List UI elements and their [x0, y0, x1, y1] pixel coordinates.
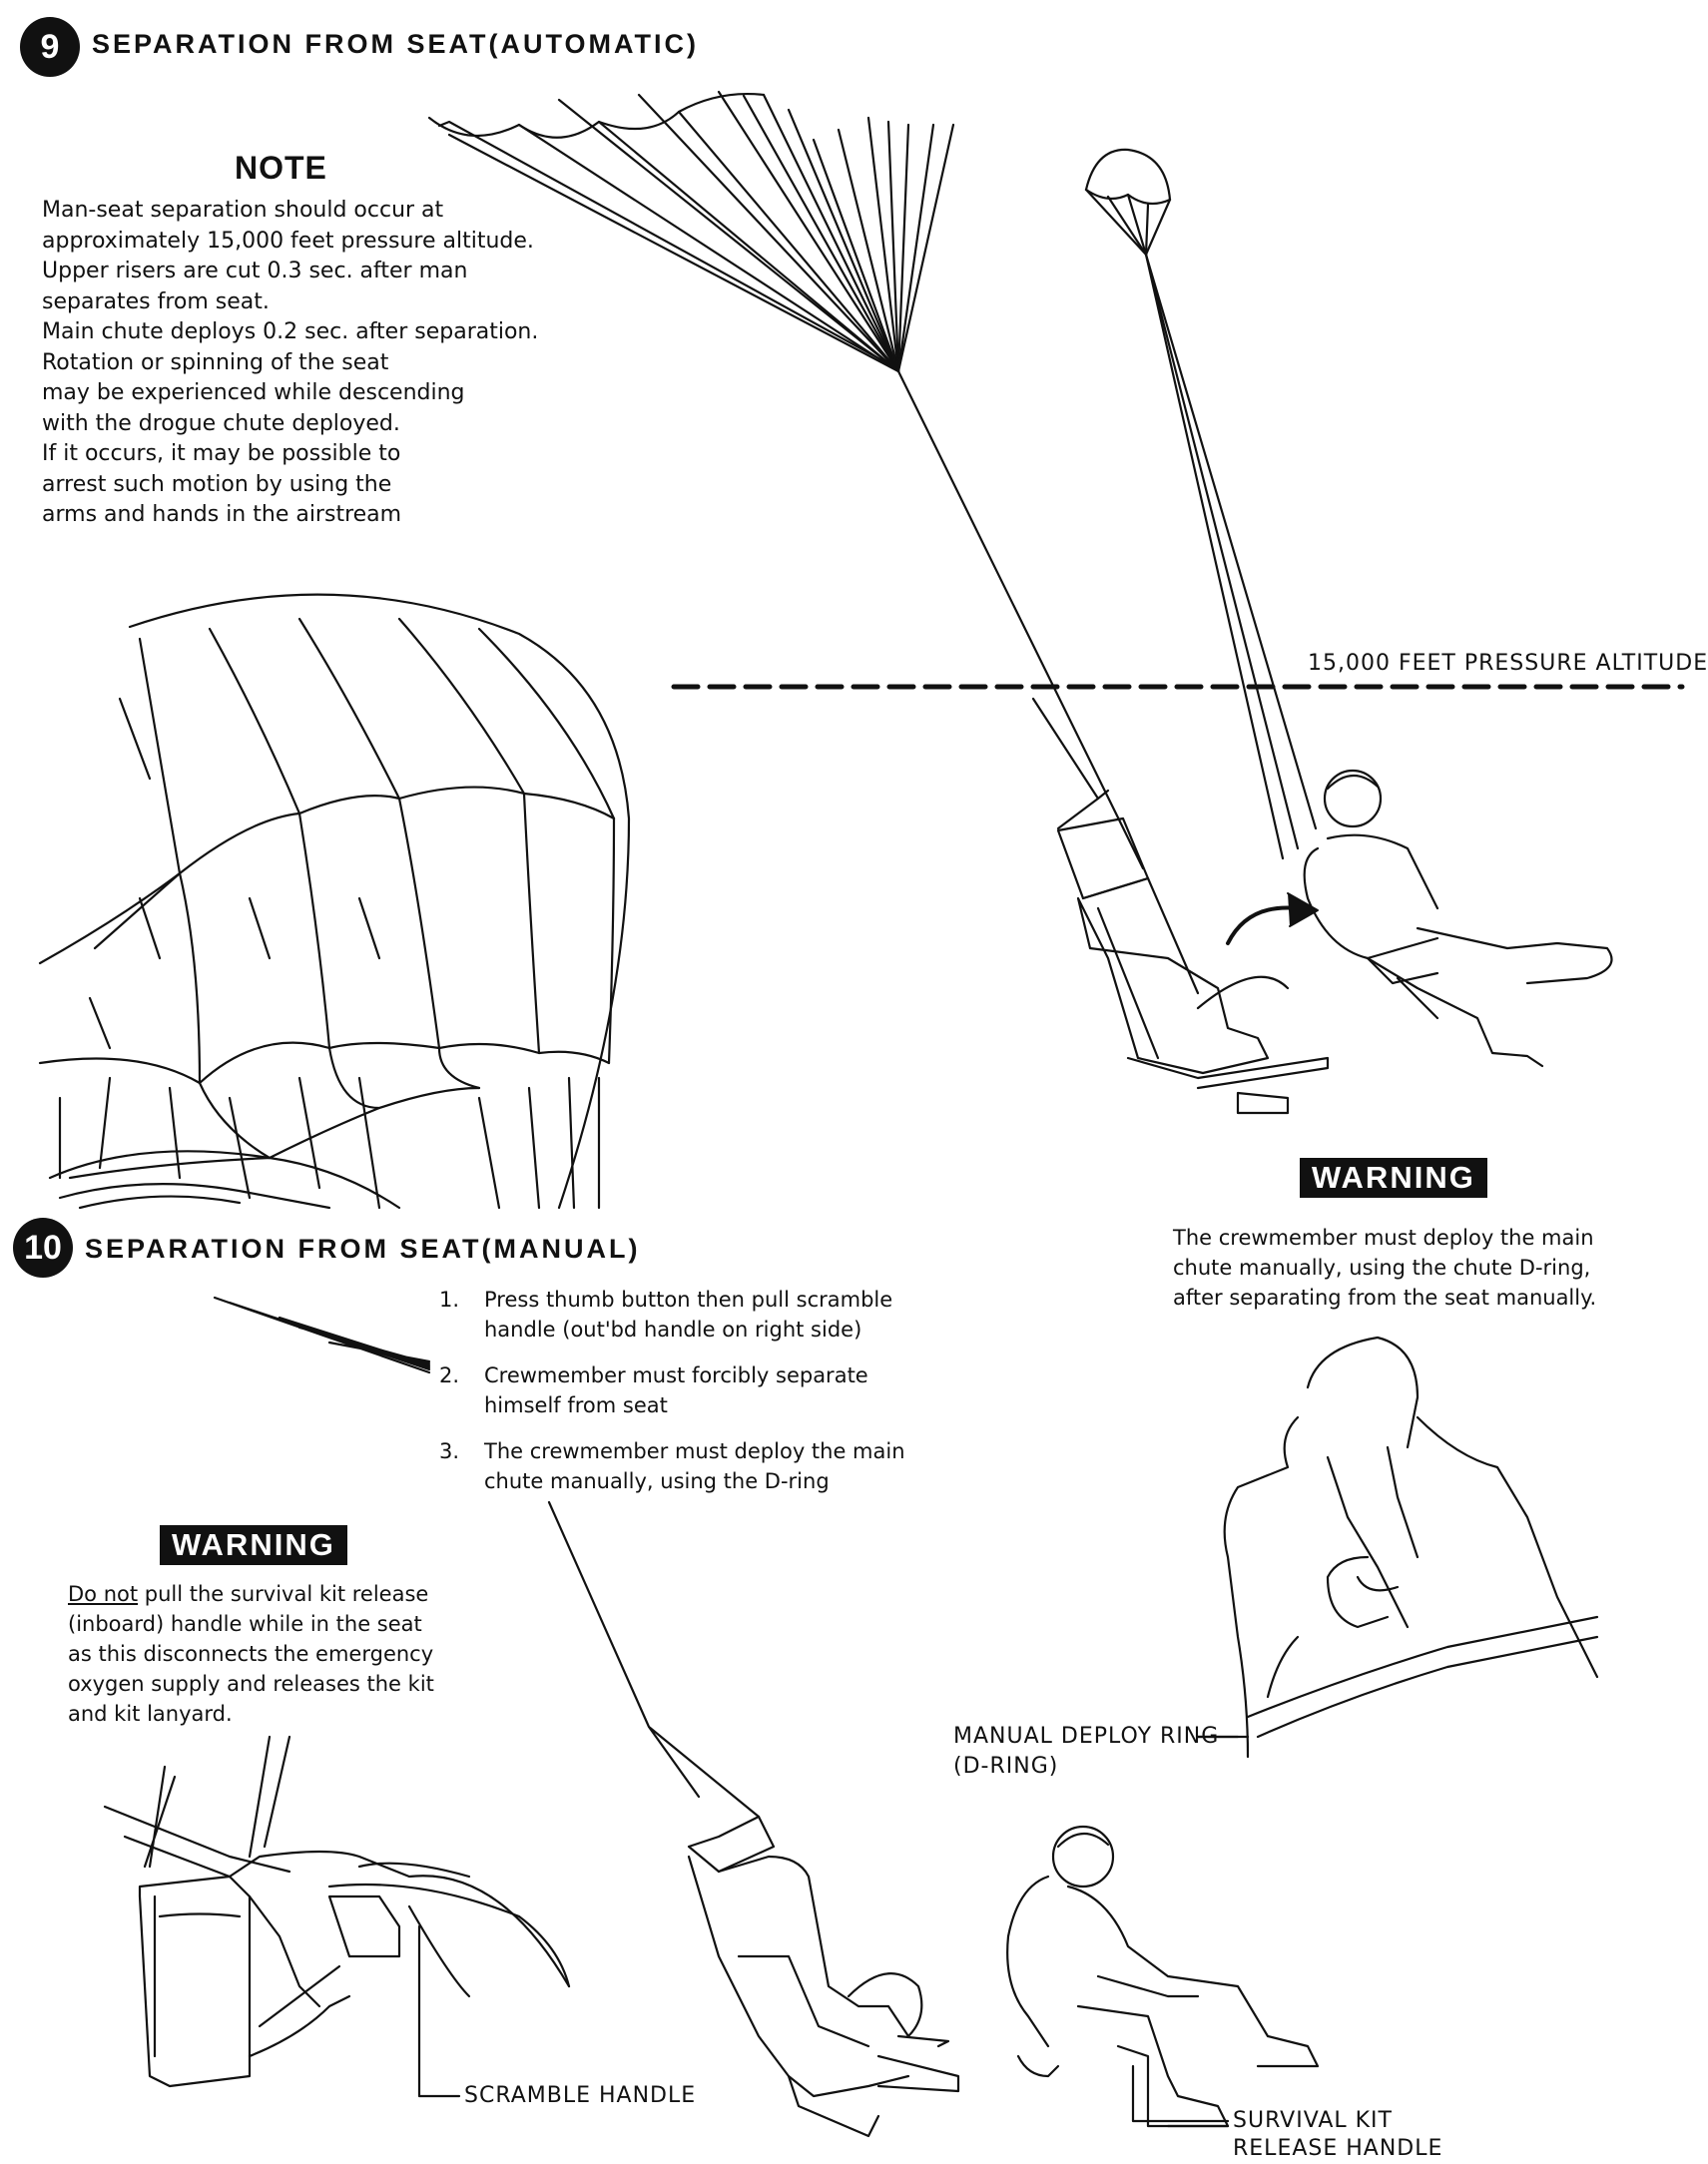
note-line: Upper risers are cut 0.3 sec. after man — [42, 259, 468, 283]
warning-body-bottom: Do not pull the survival kit release (in… — [68, 1579, 434, 1729]
d-ring-detail — [1196, 1336, 1599, 1759]
warning-line: Do not pull the survival kit release — [68, 1579, 434, 1609]
note-line: Rotation or spinning of the seat — [42, 349, 389, 375]
warning-line: and kit lanyard. — [68, 1702, 233, 1726]
crewmember-top — [1303, 769, 1613, 1068]
step-line: The crewmember must deploy the main — [484, 1439, 905, 1463]
step-line: himself from seat — [484, 1393, 668, 1417]
warning-line: The crewmember must deploy the main — [1173, 1226, 1594, 1250]
d-ring-label-1: MANUAL DEPLOY RING — [953, 1724, 1220, 1749]
main-parachute-top — [427, 90, 1145, 870]
note-line: Main chute deploys 0.2 sec. after separa… — [42, 319, 539, 344]
note-title: NOTE — [235, 150, 327, 186]
warning-line: after separating from the seat manually. — [1173, 1286, 1597, 1310]
note-line: arms and hands in the airstream — [42, 502, 402, 527]
drogue-chute — [1084, 148, 1318, 860]
scramble-handle-detail — [103, 1735, 571, 2098]
ejection-seat-top — [1031, 697, 1330, 1115]
warning-first-rest: pull the survival kit release — [138, 1582, 429, 1606]
warning-line: chute manually, using the chute D-ring, — [1173, 1256, 1591, 1280]
note-line: with the drogue chute deployed. — [42, 410, 400, 436]
note-line: may be experienced while descending — [42, 380, 465, 405]
step-item: 1. Press thumb button then pull scramble… — [439, 1285, 905, 1345]
manual-steps-list: 1. Press thumb button then pull scramble… — [439, 1285, 905, 1496]
leader-survival — [1131, 2064, 1230, 2123]
note-line: separates from seat. — [42, 288, 270, 314]
section-9-title: SEPARATION FROM SEAT(AUTOMATIC) — [92, 29, 699, 59]
warning-badge-top: WARNING — [1300, 1158, 1487, 1198]
step-10-number: 10 — [24, 1228, 62, 1267]
warning-line: oxygen supply and releases the kit — [68, 1672, 434, 1696]
step-number: 3. — [439, 1439, 460, 1463]
d-ring-label-2: (D-RING) — [953, 1754, 1059, 1779]
step-number: 2. — [439, 1363, 460, 1387]
step-item: 2. Crewmember must forcibly separate him… — [439, 1360, 905, 1420]
note-line: Man-seat separation should occur at — [42, 198, 444, 223]
warning-line: as this disconnects the emergency — [68, 1642, 434, 1666]
step-line: handle (out'bd handle on right side) — [484, 1318, 862, 1342]
warning-body-top: The crewmember must deploy the main chut… — [1173, 1223, 1596, 1313]
note-line: arrest such motion by using the — [42, 471, 392, 497]
step-item: 3. The crewmember must deploy the main c… — [439, 1436, 905, 1496]
warning-emphasis: Do not — [68, 1582, 139, 1606]
step-line: chute manually, using the D-ring — [484, 1469, 830, 1493]
section-10-title: SEPARATION FROM SEAT(MANUAL) — [85, 1234, 641, 1264]
warning-line: (inboard) handle while in the seat — [68, 1612, 422, 1636]
step-10-badge: 10 — [13, 1218, 73, 1278]
survival-kit-label-2: RELEASE HANDLE — [1233, 2136, 1443, 2161]
scramble-handle-label: SCRAMBLE HANDLE — [464, 2083, 697, 2108]
separation-arrow — [1226, 905, 1300, 945]
step-9-badge: 9 — [20, 17, 80, 77]
step-line: Crewmember must forcibly separate — [484, 1363, 868, 1387]
step-number: 1. — [439, 1288, 460, 1312]
note-line: approximately 15,000 feet pressure altit… — [42, 228, 534, 254]
ejection-seat-bottom — [687, 1815, 960, 2138]
note-line: If it occurs, it may be possible to — [42, 441, 401, 466]
note-body: Man-seat separation should occur at appr… — [42, 196, 538, 531]
large-canopy — [38, 593, 631, 1374]
crewmember-bottom — [1006, 1825, 1320, 2128]
step-line: Press thumb button then pull scramble — [484, 1288, 893, 1312]
warning-badge-bottom: WARNING — [160, 1525, 347, 1565]
step-9-number: 9 — [40, 27, 60, 66]
survival-kit-label-1: SURVIVAL KIT — [1233, 2108, 1393, 2133]
altitude-label: 15,000 FEET PRESSURE ALTITUDE — [1308, 651, 1708, 676]
